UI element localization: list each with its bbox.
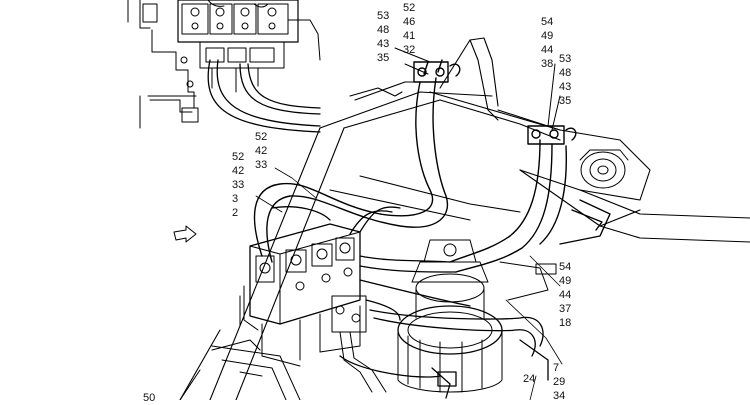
callout-label: 44 xyxy=(559,289,572,301)
callout-label: 44 xyxy=(541,44,554,56)
swing-motor xyxy=(397,239,557,393)
callout-motor-fittings: 54 49 44 37 18 xyxy=(559,260,571,330)
callout-label: 42 xyxy=(232,165,245,177)
callout-label: 43 xyxy=(377,38,390,50)
callout-clamp: 24 xyxy=(523,372,535,386)
control-valve-inset xyxy=(127,0,561,133)
callout-valve-fittings-lower: 52 42 33 3 2 xyxy=(232,150,244,220)
callout-label: 53 xyxy=(559,53,572,65)
callout-label: 43 xyxy=(559,81,572,93)
valve-hoses xyxy=(271,206,549,399)
control-valve-main xyxy=(239,223,387,393)
callout-label: 35 xyxy=(559,95,572,107)
callout-label: 42 xyxy=(255,145,268,157)
pivot-bushing xyxy=(579,149,629,189)
arm-hoses xyxy=(449,125,611,273)
callout-label: 54 xyxy=(559,261,572,273)
front-direction-arrow-icon xyxy=(173,225,197,243)
boom-hoses xyxy=(253,59,461,263)
callout-label: 53 xyxy=(377,10,390,22)
callout-label: 24 xyxy=(523,373,536,385)
callout-label: 50 xyxy=(143,392,156,404)
callout-arm-fittings-outer: 54 49 44 38 xyxy=(541,15,553,71)
callout-label: 32 xyxy=(403,44,416,56)
callout-label: 35 xyxy=(377,52,390,64)
callout-lower-hoses: 7 29 34 xyxy=(553,361,565,403)
callout-label: 33 xyxy=(232,179,245,191)
callout-label: 2 xyxy=(232,207,239,219)
callout-label: 49 xyxy=(559,275,572,287)
callout-label: 46 xyxy=(403,16,416,28)
callout-label: 52 xyxy=(403,2,416,14)
callout-label: 29 xyxy=(553,376,566,388)
callout-arm-fittings-inner: 53 48 43 35 xyxy=(559,52,571,108)
floor-plate xyxy=(179,345,301,400)
callout-floor-part: 50 xyxy=(143,391,155,405)
callout-label: 38 xyxy=(541,58,554,70)
callout-label: 49 xyxy=(541,30,554,42)
upper-frame-outline xyxy=(179,37,750,400)
callout-hose-fittings-front-left: 53 48 43 35 xyxy=(377,9,389,65)
callout-leaders xyxy=(255,167,563,400)
callout-label: 34 xyxy=(553,390,566,402)
callout-label: 3 xyxy=(232,193,239,205)
callout-label: 7 xyxy=(553,362,560,374)
callout-label: 18 xyxy=(559,317,572,329)
callout-label: 48 xyxy=(377,24,390,36)
callout-label: 37 xyxy=(559,303,572,315)
callout-valve-fittings-upper: 52 42 33 xyxy=(255,130,267,172)
callout-hose-fittings-front-right: 52 46 41 32 xyxy=(403,1,415,57)
callout-label: 41 xyxy=(403,30,416,42)
callout-label: 33 xyxy=(255,159,268,171)
callout-label: 54 xyxy=(541,16,554,28)
callout-label: 48 xyxy=(559,67,572,79)
callout-label: 52 xyxy=(255,131,268,143)
callout-label: 52 xyxy=(232,151,245,163)
